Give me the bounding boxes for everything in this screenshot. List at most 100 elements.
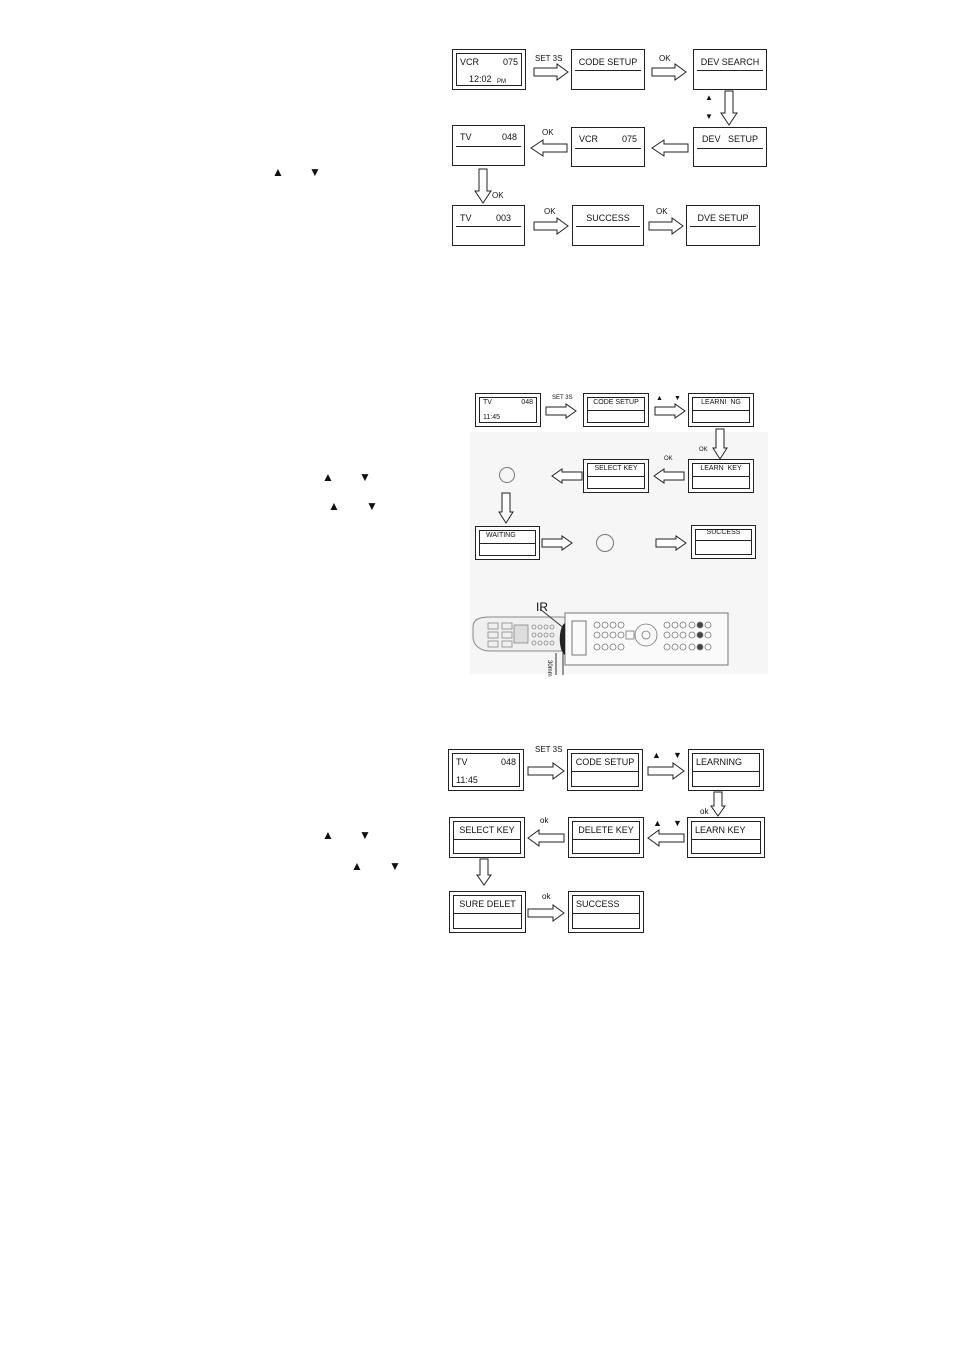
lcd-dve-setup: DVE SETUP: [686, 205, 760, 246]
lcd-text: SURE DELET: [459, 899, 516, 909]
down-arrow-icon: ▼: [673, 750, 682, 760]
lcd-learning: LEARNING: [688, 749, 764, 791]
lcd-code-setup: CODE SETUP: [571, 49, 645, 90]
arrow-left: [527, 829, 565, 847]
lcd-device: VCR: [460, 57, 480, 67]
lcd-text: LEARNING: [696, 757, 743, 767]
lcd-vcr-075: VCR 075: [571, 127, 645, 167]
lcd-success: SUCCESS: [691, 525, 756, 559]
label-ok: ok: [542, 892, 551, 901]
label-set-3s: SET 3S: [535, 54, 563, 63]
lcd-success: SUCCESS: [572, 205, 644, 246]
up-arrow-icon: ▲: [653, 818, 662, 828]
lcd-text: LEARNI NG: [701, 399, 741, 406]
lcd-text: LEARN KEY: [695, 825, 746, 835]
down-arrow-icon: ▼: [366, 499, 378, 513]
arrow-right: [647, 762, 685, 780]
lcd-device: TV: [460, 132, 472, 142]
lcd-text: CODE SETUP: [593, 399, 639, 406]
ir-learning-illustration: [472, 608, 729, 675]
lcd-text: SUCCESS: [576, 899, 620, 909]
lcd-text: DVE SETUP: [697, 213, 749, 223]
source-remote-buttons: [487, 622, 555, 648]
arrow-right: [527, 762, 565, 780]
label-ok: OK: [492, 191, 504, 200]
down-arrow-icon: ▼: [673, 818, 682, 828]
up-arrow-icon: ▲: [322, 828, 334, 842]
label-ok: OK: [544, 207, 556, 216]
lcd-time: 11:45: [483, 414, 500, 421]
label-ok: ok: [700, 807, 709, 816]
down-arrow-icon: ▼: [359, 828, 371, 842]
lcd-code-setup: CODE SETUP: [583, 393, 649, 427]
label-set-3s: SET 3S: [535, 745, 563, 754]
distance-label: 30mm: [546, 660, 552, 677]
lcd-dev-search: DEV SEARCH: [693, 49, 767, 90]
lcd-text: CODE SETUP: [578, 57, 638, 67]
lcd-code: 075: [502, 57, 518, 67]
arrow-left: [551, 468, 583, 484]
arrow-down: [474, 168, 492, 204]
arrow-right: [655, 535, 687, 551]
lcd-code: 075: [621, 134, 637, 144]
lcd-text: DELETE KEY: [578, 825, 634, 835]
target-remote-buttons: [593, 621, 712, 651]
arrow-down: [720, 90, 738, 126]
arrow-left: [647, 829, 685, 847]
lcd-text: SUCCESS: [706, 529, 741, 536]
lcd-text: SUCCESS: [586, 213, 630, 223]
arrow-right: [527, 904, 565, 922]
down-arrow-icon: ▼: [705, 112, 713, 121]
lcd-dev-setup: DEV SETUP: [693, 127, 767, 167]
lcd-device: VCR: [579, 134, 599, 144]
label-ok: OK: [664, 456, 673, 462]
lcd-delete-key: DELETE KEY: [568, 817, 644, 858]
lcd-code: 048: [521, 399, 533, 406]
key-button-icon: [499, 467, 515, 483]
down-arrow-icon: ▼: [389, 859, 401, 873]
up-arrow-icon: ▲: [705, 93, 713, 102]
arrow-right: [533, 63, 569, 81]
arrow-down: [710, 791, 726, 817]
arrow-right: [533, 217, 569, 235]
lcd-text: DEV SEARCH: [700, 57, 760, 67]
arrow-right: [651, 63, 687, 81]
lcd-text: CODE SETUP: [575, 757, 635, 767]
lcd-device: TV: [483, 399, 492, 406]
lcd-ampm: PM: [497, 79, 506, 85]
lcd-text: WAITING: [486, 532, 516, 539]
lcd-select-key: SELECT KEY: [583, 459, 649, 493]
label-ok: OK: [699, 447, 708, 453]
lcd-success: SUCCESS: [568, 891, 644, 933]
arrow-right: [648, 217, 684, 235]
lcd-tv-003: TV 003: [452, 205, 525, 246]
lcd-device: TV: [460, 213, 472, 223]
lcd-code: 048: [500, 757, 516, 767]
lcd-text: LEARN KEY: [700, 465, 742, 472]
up-arrow-icon: ▲: [322, 470, 334, 484]
lcd-code: 003: [495, 213, 511, 223]
key-button-icon: [596, 534, 614, 552]
lcd-waiting: WAITING: [475, 526, 540, 560]
lcd-tv-home: TV 048 11:45: [448, 749, 524, 791]
label-set-3s: SET 3S: [552, 395, 573, 401]
arrow-down: [476, 858, 492, 886]
lcd-learn-key: LEARN KEY: [687, 817, 765, 858]
lcd-learn-key: LEARN KEY: [688, 459, 754, 493]
lcd-device: TV: [456, 757, 468, 767]
lcd-select-key: SELECT KEY: [449, 817, 525, 858]
arrow-down: [498, 492, 514, 524]
lcd-text: SELECT KEY: [459, 825, 515, 835]
lcd-learning: LEARNI NG: [688, 393, 754, 427]
lcd-code: 048: [501, 132, 517, 142]
lcd-code-setup: CODE SETUP: [567, 749, 643, 791]
label-ok: OK: [659, 54, 671, 63]
lcd-time: 11:45: [456, 775, 478, 785]
arrow-left: [651, 139, 689, 157]
ir-label: IR: [536, 600, 548, 614]
down-arrow-icon: ▼: [309, 165, 321, 179]
lcd-tv-home: TV 048 11:45: [475, 393, 541, 427]
label-ok: OK: [542, 128, 554, 137]
down-arrow-icon: ▼: [359, 470, 371, 484]
lcd-sure-delet: SURE DELET: [449, 891, 526, 933]
